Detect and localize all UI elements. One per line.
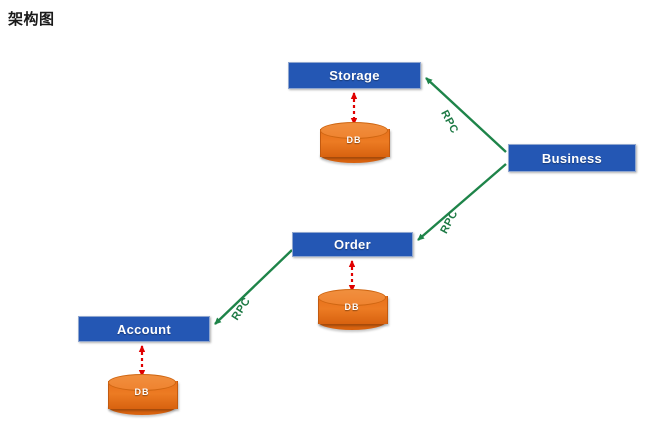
database-icon-account[interactable]: DB [108,374,178,416]
database-icon-order[interactable]: DB [318,289,388,331]
cylinder-top-shape [320,122,388,139]
edge-rpc-order-account [214,249,293,325]
database-icon-storage[interactable]: DB [320,122,390,164]
node-storage-label: Storage [329,68,380,83]
node-order-label: Order [334,237,371,252]
database-storage-label: DB [346,135,362,145]
edge-label-rpc-business-order: RPC [438,208,461,236]
database-account-label: DB [134,387,150,397]
node-order[interactable]: Order [292,232,413,257]
edge-rpc-business-order [417,163,507,241]
node-storage[interactable]: Storage [288,62,421,89]
cylinder-top-shape [108,374,176,391]
database-order-label: DB [344,302,360,312]
cylinder-top-shape [318,289,386,306]
edge-label-rpc-order-account: RPC [229,295,254,323]
page-title: 架构图 [8,11,55,28]
node-business-label: Business [541,150,603,166]
node-account[interactable]: Account [78,316,210,342]
edge-label-rpc-business-storage: RPC [438,108,461,136]
node-account-label: Account [116,321,172,337]
node-business[interactable]: Business [508,144,636,172]
